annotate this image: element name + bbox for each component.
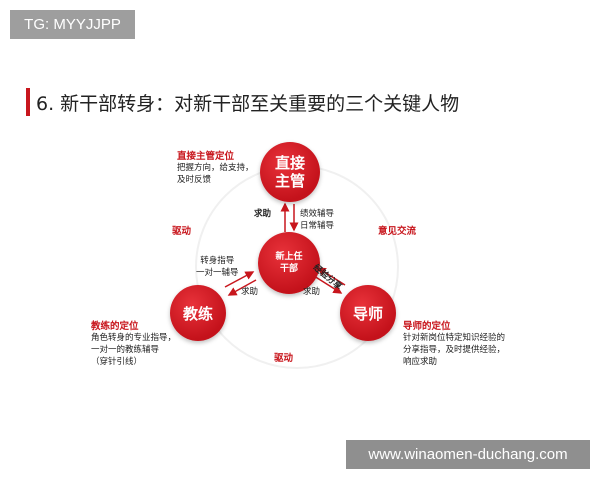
label-help-top: 求助 bbox=[254, 209, 272, 219]
guidance-line: 绩效辅导 bbox=[300, 209, 335, 219]
label-left-guidance: 转身指导一对一辅导 bbox=[196, 255, 239, 279]
label-help-right: 求助 bbox=[303, 287, 321, 297]
guidance-line: 日常辅导 bbox=[300, 221, 335, 231]
guidance-line: 一对一辅导 bbox=[196, 268, 239, 278]
watermark: www.winaomen-duchang.com bbox=[346, 440, 590, 469]
tag-label: TG: MYYJJPP bbox=[10, 10, 135, 39]
arrow-mentor-to-center bbox=[316, 267, 346, 286]
arrow-center-to-coach bbox=[227, 279, 257, 296]
supervisor-line: 及时反馈 bbox=[177, 175, 212, 185]
label-drive-bottom: 驱动 bbox=[274, 353, 294, 364]
mentor-line: 响应求助 bbox=[403, 357, 438, 367]
label-top-guidance: 绩效辅导日常辅导 bbox=[300, 208, 334, 232]
arrow-coach-to-center bbox=[224, 271, 255, 288]
label-feedback: 意见交流 bbox=[378, 226, 417, 237]
node-new-cadre: 新上任 干部 bbox=[258, 232, 320, 294]
guidance-line: 转身指导 bbox=[200, 256, 235, 266]
coach-description: 教练的定位 角色转身的专业指导， 一对一的教练辅导 （穿针引线） bbox=[91, 318, 176, 368]
supervisor-line: 把握方向，给支持， bbox=[177, 163, 254, 173]
coach-heading: 教练的定位 bbox=[91, 321, 139, 332]
node-mentor: 导师 bbox=[340, 285, 396, 341]
coach-line: 角色转身的专业指导， bbox=[91, 333, 177, 343]
coach-line: 一对一的教练辅导 bbox=[91, 345, 160, 355]
node-direct-supervisor: 直接 主管 bbox=[260, 142, 320, 202]
coach-line: （穿针引线） bbox=[91, 357, 143, 367]
arrow-center-to-mentor bbox=[313, 275, 343, 294]
mentor-heading: 导师的定位 bbox=[403, 321, 451, 332]
mentor-line: 分享指导，及时提供经验， bbox=[403, 345, 506, 355]
title-accent-bar bbox=[26, 88, 30, 116]
mentor-line: 针对新岗位特定知识经验的 bbox=[403, 333, 506, 343]
supervisor-heading: 直接主管定位 bbox=[177, 151, 235, 162]
mentor-description: 导师的定位 针对新岗位特定知识经验的 分享指导，及时提供经验， 响应求助 bbox=[403, 318, 505, 368]
node-coach: 教练 bbox=[170, 285, 226, 341]
page-title: 6. 新干部转身：对新干部至关重要的三个关键人物 bbox=[36, 93, 460, 115]
supervisor-description: 直接主管定位 把握方向，给支持， 及时反馈 bbox=[177, 148, 254, 186]
label-help-left: 求助 bbox=[241, 287, 259, 297]
label-drive-left: 驱动 bbox=[172, 226, 192, 237]
